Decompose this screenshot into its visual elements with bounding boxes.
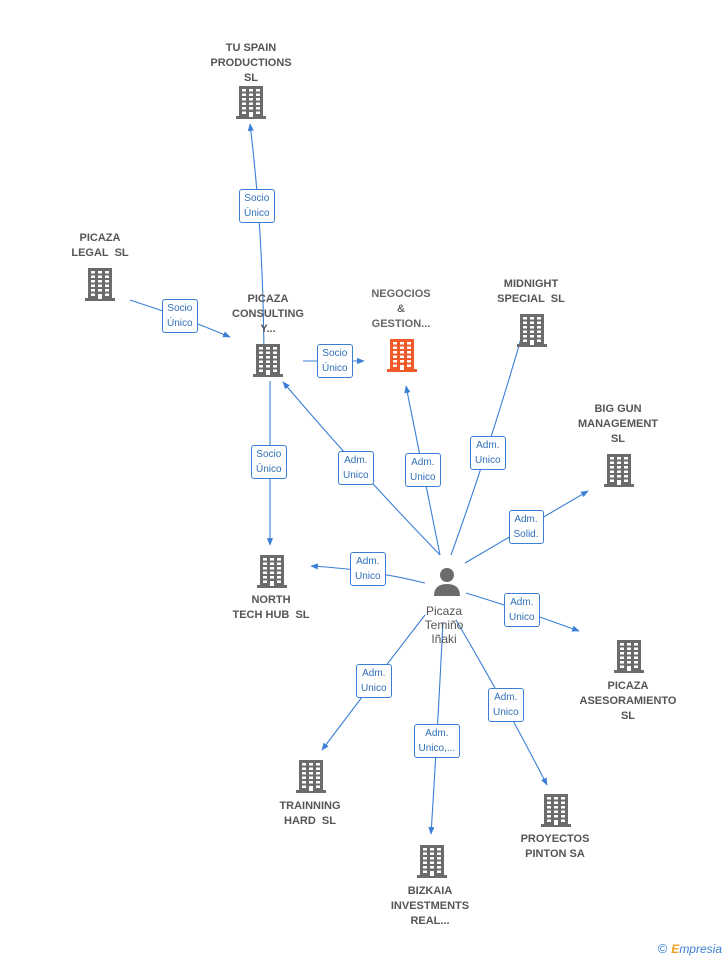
- node-label-picaza-asesoramiento[interactable]: PICAZA ASESORAMIENTO SL: [563, 679, 693, 724]
- edge-label-line: Adm.: [344, 455, 368, 466]
- node-label-line: INVESTMENTS: [390, 900, 470, 912]
- edge-label-e12[interactable]: Adm. Unico,...: [413, 724, 461, 758]
- node-label-line: PICAZA: [607, 680, 649, 692]
- node-label-line: MANAGEMENT: [577, 418, 659, 430]
- edge-label-line: Único: [244, 208, 270, 219]
- node-label-proyectos[interactable]: PROYECTOS PINTON SA: [490, 832, 620, 862]
- edge-label-line: Unico: [493, 707, 519, 718]
- node-label-line: NEGOCIOS: [371, 288, 431, 300]
- edge-label-e6[interactable]: Adm. Unico: [405, 453, 441, 487]
- building-icon[interactable]: [614, 640, 644, 673]
- brand-initial: E: [671, 942, 680, 956]
- edge-label-line: Solid.: [513, 529, 539, 540]
- node-label-big-gun[interactable]: BIG GUN MANAGEMENT SL: [553, 402, 683, 447]
- focus-building-icon[interactable]: [387, 339, 417, 372]
- node-label-tu-spain[interactable]: TU SPAIN PRODUCTIONS SL: [186, 41, 316, 86]
- edge-label-line: Unico: [343, 470, 369, 481]
- node-label-line: SL: [610, 433, 626, 445]
- building-icon[interactable]: [417, 845, 447, 878]
- node-label-line: Iñaki: [431, 632, 457, 646]
- building-icon[interactable]: [257, 555, 287, 588]
- node-label-trainning[interactable]: TRAINNING HARD SL: [245, 799, 375, 829]
- node-label-midnight[interactable]: MIDNIGHT SPECIAL SL: [466, 277, 596, 307]
- node-label-bizkaia[interactable]: BIZKAIA INVESTMENTS REAL...: [365, 884, 495, 929]
- node-label-line: NORTH: [251, 594, 291, 606]
- edge-label-e9[interactable]: Adm. Unico: [350, 552, 386, 586]
- edge-label-e11[interactable]: Adm. Unico: [356, 664, 392, 698]
- node-label-line: Y...: [260, 323, 276, 335]
- node-label-line: PICAZA: [79, 232, 121, 244]
- node-label-line: PRODUCTIONS: [210, 57, 292, 69]
- node-label-line: SL: [620, 710, 636, 722]
- node-label-north-tech[interactable]: NORTH TECH HUB SL: [206, 593, 336, 623]
- copyright-icon: ©: [657, 941, 668, 956]
- building-icon[interactable]: [85, 268, 115, 301]
- node-label-line: HARD SL: [284, 815, 336, 827]
- node-label-line: PROYECTOS: [520, 833, 590, 845]
- edge-label-line: Adm.: [362, 668, 386, 679]
- edge-label-line: Socio: [244, 193, 270, 204]
- edge-label-line: Socio: [322, 348, 348, 359]
- edge-label-line: Socio: [167, 303, 193, 314]
- empresia-brand[interactable]: ©Empresia: [658, 941, 722, 956]
- node-label-picaza-consulting[interactable]: PICAZA CONSULTING Y...: [203, 292, 333, 337]
- edge-label-line: Adm.: [514, 514, 538, 525]
- edge-label-line: Adm.: [411, 457, 435, 468]
- node-label-line: GESTION...: [371, 318, 431, 330]
- edge-label-e7[interactable]: Adm. Unico: [470, 436, 506, 470]
- edge-label-line: Unico: [475, 455, 501, 466]
- building-icon[interactable]: [296, 760, 326, 793]
- node-label-line: CONSULTING: [232, 308, 304, 320]
- edge-label-line: Unico,...: [418, 743, 456, 754]
- edge-label-line: Adm.: [494, 692, 518, 703]
- node-label-picaza-legal[interactable]: PICAZA LEGAL SL: [35, 231, 165, 261]
- node-label-line: SPECIAL SL: [497, 293, 565, 305]
- node-label-line: TU SPAIN: [225, 42, 277, 54]
- node-label-line: &: [397, 303, 405, 315]
- edge-label-line: Unico: [410, 472, 436, 483]
- edge-label-line: Adm.: [510, 597, 534, 608]
- node-label-line: REAL...: [410, 915, 450, 927]
- edge-label-line: Adm.: [476, 440, 500, 451]
- person-icon[interactable]: [434, 568, 460, 596]
- edge-label-line: Único: [256, 464, 282, 475]
- node-label-line: BIG GUN: [594, 403, 642, 415]
- building-icon[interactable]: [236, 86, 266, 119]
- node-label-negocios[interactable]: NEGOCIOS & GESTION...: [336, 287, 466, 332]
- building-icon[interactable]: [253, 344, 283, 377]
- edge-label-line: Unico: [361, 683, 387, 694]
- node-label-line: PINTON SA: [525, 848, 585, 860]
- edge-label-line: Único: [167, 318, 193, 329]
- edge-picaza_consulting-to-tu_spain: [247, 123, 265, 371]
- edge-label-line: Unico: [355, 571, 381, 582]
- building-icon[interactable]: [604, 454, 634, 487]
- node-label-line: ASESORAMIENTO: [579, 695, 677, 707]
- edge-label-e13[interactable]: Adm. Unico: [488, 688, 524, 722]
- edge-label-e10[interactable]: Adm. Unico: [504, 593, 540, 627]
- building-icon[interactable]: [517, 314, 547, 347]
- edge-label-e5[interactable]: Adm. Unico: [338, 451, 374, 485]
- node-label-line: BIZKAIA: [407, 885, 453, 897]
- building-icon[interactable]: [541, 794, 571, 827]
- node-label-line: PICAZA: [247, 293, 289, 305]
- node-label-line: SL: [243, 72, 259, 84]
- node-label-line: Temiño: [424, 618, 464, 632]
- node-label-line: TECH HUB SL: [232, 609, 310, 621]
- brand-name: mpresia: [679, 942, 722, 956]
- node-label-line: TRAINNING: [279, 800, 341, 812]
- edge-label-line: Socio: [256, 449, 282, 460]
- edge-label-line: Adm.: [356, 556, 380, 567]
- edge-label-line: Adm.: [425, 728, 449, 739]
- node-label-line: MIDNIGHT: [503, 278, 559, 290]
- node-label-line: LEGAL SL: [71, 247, 129, 259]
- edge-label-line: Único: [322, 363, 348, 374]
- edge-label-e8[interactable]: Adm. Solid.: [508, 510, 544, 544]
- node-label-line: Picaza: [425, 604, 463, 618]
- edge-label-line: Unico: [509, 612, 535, 623]
